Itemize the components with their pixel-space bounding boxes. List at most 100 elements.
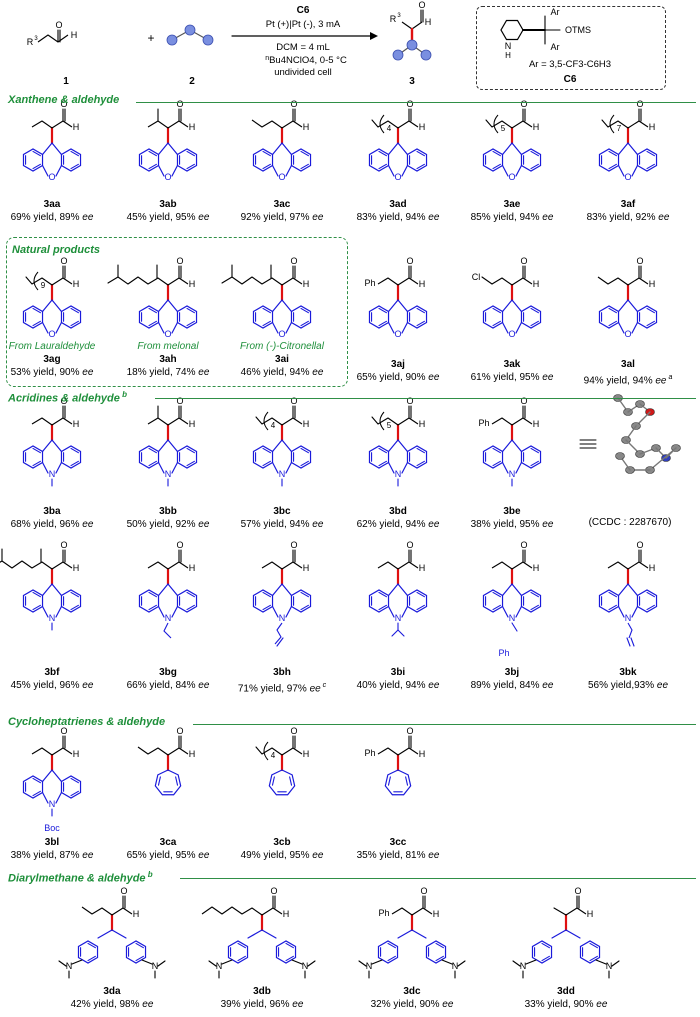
formyl-chain	[167, 120, 189, 129]
compound-yield: 45% yield, 96% ee	[10, 680, 94, 691]
aldehyde-arm: OH	[261, 540, 309, 586]
compound-id: 3bj	[504, 667, 520, 678]
hydrogen-atom: H	[533, 279, 540, 289]
aldehyde-arm: OH	[31, 396, 79, 442]
nitrogen-atom: N	[395, 469, 402, 479]
compound-source: From Lauraldehyde	[8, 341, 96, 352]
aromatic-bond	[492, 150, 501, 157]
oxygen-atom: O	[394, 329, 401, 339]
reactant-1-label: 1	[63, 76, 69, 87]
aromatic-bond	[70, 150, 79, 157]
benzene-ring	[377, 940, 399, 964]
ring-double-bond	[271, 776, 275, 786]
oxygen-atom: O	[636, 256, 643, 266]
compound-source: From (-)-Citronellal	[240, 341, 324, 352]
benzene-ring	[520, 589, 542, 613]
tricyclic-core: N	[368, 439, 428, 487]
repeat-count: 9	[41, 281, 46, 290]
aromatic-bond	[608, 150, 617, 157]
ethyl-chain	[491, 561, 513, 570]
oxygen-atom: O	[406, 99, 413, 109]
oxygen-atom: O	[48, 172, 55, 182]
formyl-chain	[411, 907, 433, 916]
n-methyl-bond	[58, 960, 67, 967]
nitrogen-atom: N	[152, 961, 159, 971]
compound-id: 3ad	[389, 199, 407, 210]
aromatic-bond	[492, 604, 501, 611]
aromatic-bond	[32, 460, 41, 467]
benzene-ring	[252, 445, 274, 469]
oxygen-atom: O	[406, 540, 413, 550]
ring-bond	[271, 583, 283, 597]
benzene-ring	[138, 445, 160, 469]
ring-bond	[515, 605, 523, 618]
formyl-chain	[51, 747, 73, 756]
tricyclic-core: O	[252, 142, 312, 182]
benzene-ring	[425, 940, 447, 964]
oxygen-atom: O	[55, 20, 62, 30]
nitrogen-atom: N	[66, 961, 73, 971]
tricyclic-core: N	[22, 439, 82, 487]
ring-bond	[41, 791, 49, 804]
aromatic-bond	[608, 163, 617, 170]
double-bond	[276, 637, 284, 647]
aromatic-bond	[541, 955, 550, 962]
oxygen-atom: O	[420, 886, 427, 896]
aldehyde-arm: OH	[137, 726, 195, 772]
aromatic-bond	[237, 942, 246, 949]
ring-bond	[501, 321, 509, 334]
substituent-label: Ph	[378, 908, 389, 918]
triple-bond	[630, 637, 635, 647]
hydrogen-atom: H	[73, 749, 80, 759]
ring-bond	[387, 461, 395, 474]
aromatic-bond	[186, 307, 195, 314]
aromatic-bond	[148, 604, 157, 611]
aldehyde-arm: OH	[107, 256, 195, 302]
ring-bond	[631, 321, 639, 334]
compound-id: 3ba	[43, 506, 61, 517]
ring-bond	[617, 583, 629, 597]
aromatic-bond	[70, 777, 79, 784]
hydrogen-atom: H	[73, 279, 80, 289]
compound-yield: 33% yield, 90% ee	[524, 999, 608, 1010]
repeat-count: 4	[271, 421, 276, 430]
oxygen-atom: O	[176, 540, 183, 550]
tricyclic-core: N	[138, 583, 198, 639]
n-ethyl-chain	[163, 622, 172, 639]
aryl-label: Ar	[551, 42, 560, 52]
aldehyde-arm: OH	[597, 256, 655, 302]
compound-yield: 53% yield, 90% ee	[10, 367, 94, 378]
hydrogen-atom: H	[303, 749, 310, 759]
aromatic-bond	[589, 955, 598, 962]
benzene-ring	[520, 305, 542, 329]
aldehyde-arm: OH4	[255, 726, 310, 772]
oxygen-atom: O	[290, 256, 297, 266]
benzene-ring	[138, 148, 160, 172]
aromatic-bond	[186, 163, 195, 170]
oxygen-atom: O	[176, 726, 183, 736]
section-title-xanthene: Xanthene & aldehyde	[8, 94, 120, 106]
benzene-ring	[636, 148, 658, 172]
hydrogen-atom: H	[73, 122, 80, 132]
aromatic-bond	[416, 163, 425, 170]
alkyl-chain	[377, 120, 399, 129]
ring-bond	[387, 583, 399, 597]
ring-bond	[41, 142, 53, 156]
aromatic-bond	[300, 460, 309, 467]
nitrogen-atom: N	[279, 613, 286, 623]
benzene-ring	[368, 148, 390, 172]
aryl-label: Ar	[551, 7, 560, 17]
benzene-ring	[176, 445, 198, 469]
nitrogen-atom: N	[625, 613, 632, 623]
nitrogen-atom: N	[49, 613, 56, 623]
ring-bond	[281, 583, 293, 597]
